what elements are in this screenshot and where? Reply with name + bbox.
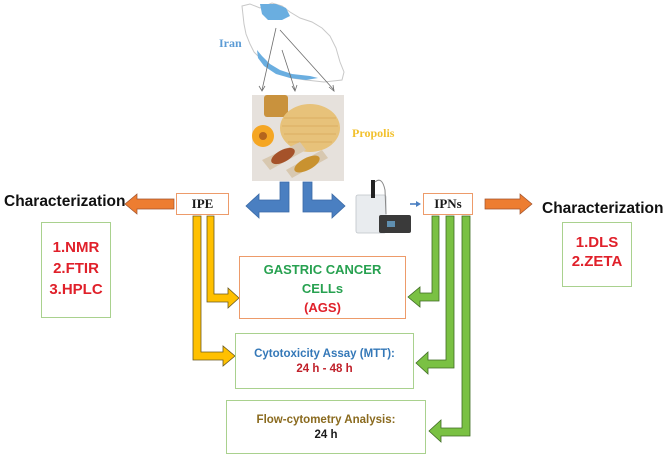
propolis-label: Propolis [352,126,395,140]
propolis-photo [252,95,344,181]
sonicator-device-icon [355,179,411,234]
method-item: 1.NMR [52,239,100,256]
blue-arrow-to-ipe [245,181,290,219]
methods-left-box: 1.NMR 2.FTIR 3.HPLC [41,222,111,318]
method-item: 1.DLS [575,234,619,251]
flow-cytometry-box: Flow-cytometry Analysis: 24 h [226,400,426,454]
yellow-arrow-to-mtt [192,215,236,367]
blue-arrow-to-sonicator [302,181,346,219]
gastric-line-2: CELLs [301,281,344,296]
method-item: 2.ZETA [571,253,623,270]
cytotoxicity-assay-box: Cytotoxicity Assay (MTT): 24 h - 48 h [235,333,414,389]
green-arrow-to-gastric [407,215,440,308]
gastric-line-3: (AGS) [304,300,341,315]
green-arrow-to-flow [428,215,471,443]
characterization-left-label: Characterization [4,193,126,210]
iran-label: Iran [219,36,242,50]
small-blue-arrow-to-ipns [410,201,421,207]
green-arrow-to-mtt [415,215,455,375]
flow-title: Flow-cytometry Analysis: [256,414,396,426]
gastric-line-1: GASTRIC CANCER [263,262,382,277]
gastric-cancer-cells-box: GASTRIC CANCER CELLs (AGS) [239,256,406,319]
mtt-title: Cytotoxicity Assay (MTT): [254,348,395,360]
yellow-arrow-to-gastric [206,215,240,309]
ipe-box: IPE [176,193,229,215]
orange-arrow-left [124,193,175,215]
characterization-right-label: Characterization [542,200,664,217]
orange-arrow-right [484,193,533,215]
methods-right-box: 1.DLS 2.ZETA [562,222,632,287]
ipns-box: IPNs [423,193,473,215]
iran-map-icon [241,2,345,92]
method-item: 3.HPLC [49,281,103,298]
flow-value: 24 h [314,429,338,441]
mtt-value: 24 h - 48 h [296,363,353,375]
method-item: 2.FTIR [53,260,99,277]
